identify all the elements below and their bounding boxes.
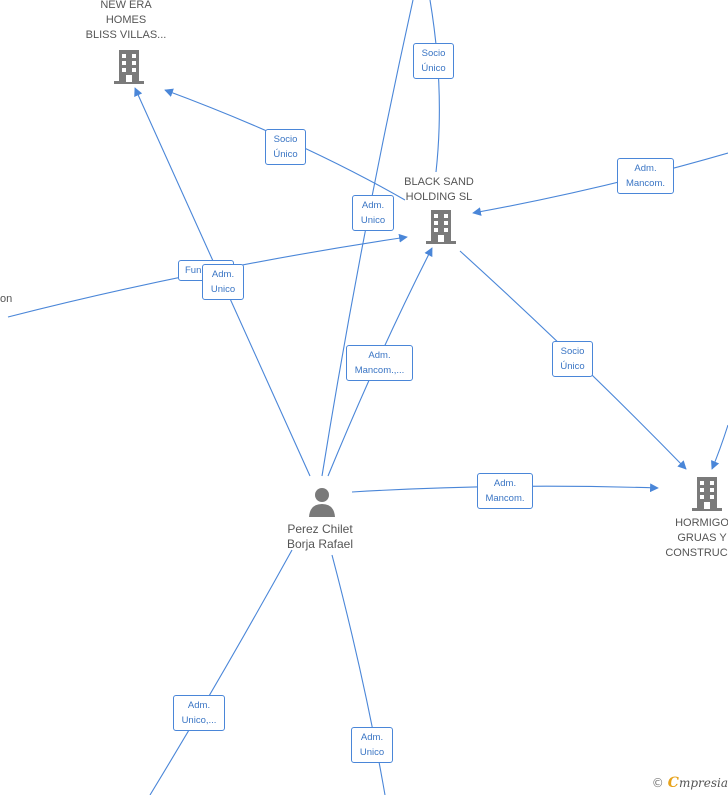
rel-line: Unico [210, 284, 236, 295]
node-label-line: HOLDING SL [405, 191, 473, 203]
edge-top-long [321, 0, 414, 477]
building-icon [691, 477, 723, 516]
node-label-line: NEW ERA [100, 0, 152, 11]
edge-right-adm [472, 152, 728, 216]
rel-line: Socio [273, 134, 298, 145]
node-label-line: Borja Rafael [286, 537, 354, 551]
brand-initial: C [667, 775, 679, 791]
rel-line: Adm. [634, 163, 657, 174]
rel-line: Único [421, 63, 446, 74]
node-label-line: HORMIGO [675, 517, 728, 529]
relation-label-adm-mancom[interactable]: Adm. Mancom. [617, 158, 674, 194]
node-hormigo-gruas[interactable]: HORMIGO GRUAS Y CONSTRUCCI [646, 516, 728, 561]
rel-line: Adm. [361, 200, 385, 211]
relation-label-adm-unico[interactable]: Adm. Unico [352, 195, 394, 231]
edge-person-bottomleft [149, 549, 293, 795]
edge-person-bottom [331, 554, 386, 795]
node-label-line: BLACK SAND [404, 176, 474, 188]
edge-right-hormigo [711, 424, 728, 470]
rel-line: Socio [560, 346, 585, 357]
person-icon [308, 487, 336, 522]
node-label-line: CONSTRUCCI [665, 547, 728, 559]
relation-label-adm-mancom-more[interactable]: Adm. Mancom.,... [346, 345, 413, 381]
rel-line: Unico [360, 215, 386, 226]
edge-top-socio [429, 0, 440, 173]
rel-line: Adm. [211, 269, 235, 280]
relation-label-socio-unico[interactable]: Socio Único [265, 129, 306, 165]
brand-name: mpresia [678, 776, 728, 790]
relation-label-adm-unico[interactable]: Adm. Unico [202, 264, 244, 300]
rel-line: Mancom. [485, 493, 525, 504]
node-label-line: GRUAS Y [677, 532, 727, 544]
building-icon [113, 50, 145, 89]
relation-label-socio-unico[interactable]: Socio Único [552, 341, 593, 377]
rel-line: Unico [359, 747, 385, 758]
node-new-era-homes[interactable]: NEW ERA HOMES BLISS VILLAS... [66, 0, 186, 43]
node-person-perez-chilet[interactable]: Perez Chilet Borja Rafael [270, 522, 370, 552]
building-icon [425, 210, 457, 249]
relation-label-adm-unico[interactable]: Adm. Unico [351, 727, 393, 763]
copyright-symbol: © [651, 776, 664, 790]
left-cut-node-text: on [0, 293, 13, 305]
rel-line: Mancom.,... [354, 365, 405, 376]
node-label-line: BLISS VILLAS... [85, 29, 167, 41]
rel-line: Único [273, 149, 298, 160]
node-label-line: HOMES [105, 14, 147, 26]
relation-label-socio-unico[interactable]: Socio Único [413, 43, 454, 79]
rel-line: Unico,... [181, 715, 217, 726]
rel-line: Adm. [187, 700, 211, 711]
rel-line: Mancom. [625, 178, 666, 189]
rel-line: Adm. [360, 732, 384, 743]
node-label-line: Perez Chilet [287, 522, 353, 536]
empresia-watermark: ©Cmpresia [652, 775, 728, 791]
rel-line: Socio [421, 48, 446, 59]
relation-label-adm-unico-more[interactable]: Adm. Unico,... [173, 695, 225, 731]
rel-line: Único [560, 361, 585, 372]
rel-line: Adm. [493, 478, 517, 489]
rel-line: Adm. [368, 350, 391, 361]
relation-label-adm-mancom[interactable]: Adm. Mancom. [477, 473, 533, 509]
rel-line: Fun [185, 265, 202, 276]
node-black-sand-holding[interactable]: BLACK SAND HOLDING SL [384, 175, 494, 205]
